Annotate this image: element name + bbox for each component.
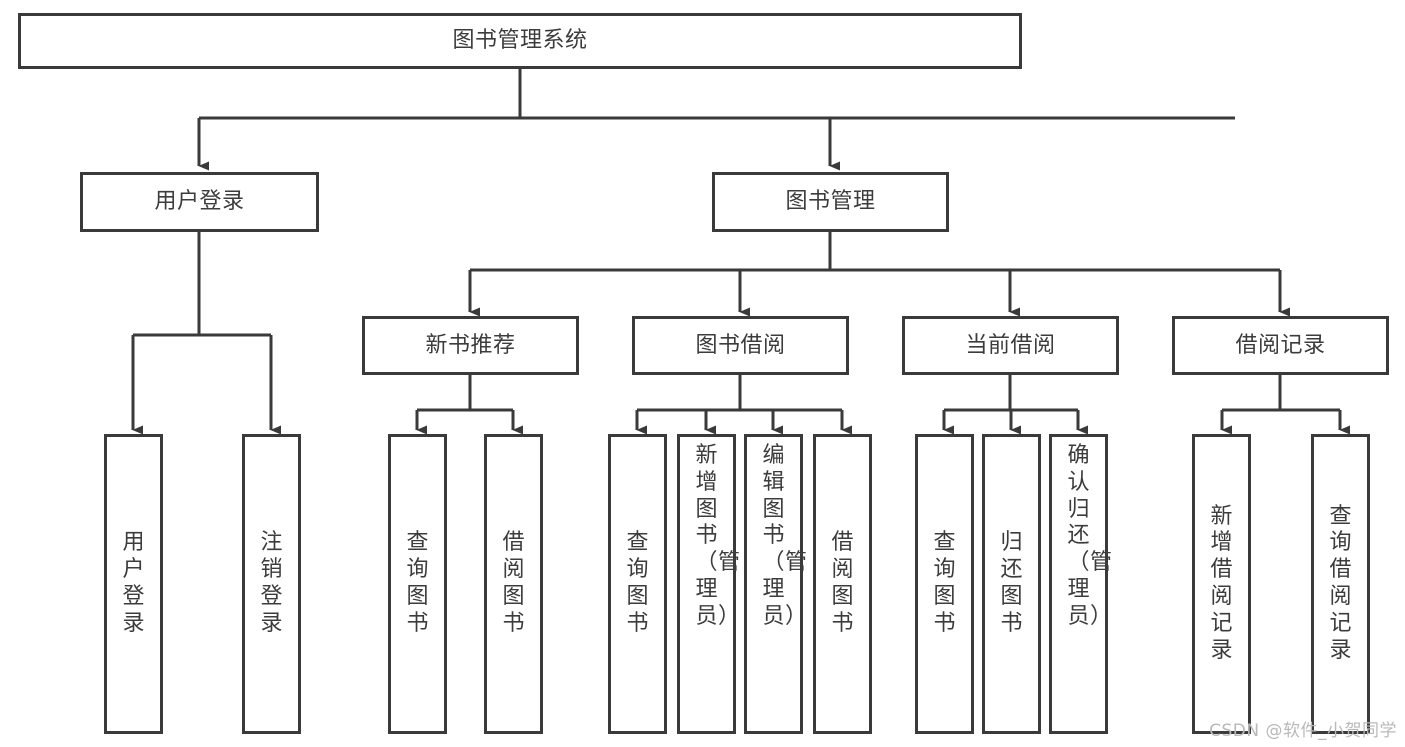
leaf-book-borrow-borrow[interactable]: 借阅图书: [813, 434, 872, 734]
leaf-label: 借阅图书: [831, 530, 855, 636]
node-book-management[interactable]: 图书管理: [712, 172, 949, 232]
node-book-borrow[interactable]: 图书借阅: [632, 316, 849, 375]
leaf-current-borrow-query[interactable]: 查询图书: [915, 434, 974, 734]
leaf-book-borrow-add[interactable]: 新增图书（管理员）: [677, 434, 741, 734]
node-root[interactable]: 图书管理系统: [18, 13, 1022, 69]
leaf-label: 借阅图书: [502, 530, 526, 636]
leaf-current-borrow-confirm[interactable]: 确认归还（管理员）: [1049, 434, 1113, 734]
leaf-borrow-record-query[interactable]: 查询借阅记录: [1311, 434, 1370, 734]
watermark: CSDN @软件_小贺同学: [1209, 721, 1397, 741]
leaf-book-borrow-query[interactable]: 查询图书: [608, 434, 667, 734]
leaf-label: 注销登录: [260, 530, 284, 636]
leaf-new-book-borrow[interactable]: 借阅图书: [484, 434, 543, 734]
leaf-label: 归还图书: [1000, 530, 1024, 636]
node-root-label: 图书管理系统: [452, 28, 588, 54]
leaf-current-borrow-return[interactable]: 归还图书: [982, 434, 1041, 734]
leaf-label: 新增借阅记录: [1210, 503, 1234, 663]
leaf-label: 用户登录: [122, 530, 146, 636]
node-borrow-record-label: 借阅记录: [1235, 332, 1326, 358]
node-current-borrow[interactable]: 当前借阅: [902, 316, 1119, 375]
leaf-new-book-query[interactable]: 查询图书: [388, 434, 447, 734]
node-user-login-label: 用户登录: [154, 189, 245, 215]
node-book-management-label: 图书管理: [785, 189, 876, 215]
node-book-borrow-label: 图书借阅: [695, 332, 786, 358]
leaf-book-borrow-edit[interactable]: 编辑图书（管理员）: [744, 434, 808, 734]
node-new-book-recommend[interactable]: 新书推荐: [362, 316, 579, 375]
leaf-borrow-record-add[interactable]: 新增借阅记录: [1192, 434, 1251, 734]
node-user-login[interactable]: 用户登录: [80, 172, 319, 232]
leaf-label: 查询图书: [933, 530, 957, 636]
leaf-label: 查询图书: [406, 530, 430, 636]
leaf-label: 新增图书（管理员）: [695, 443, 741, 629]
node-borrow-record[interactable]: 借阅记录: [1172, 316, 1389, 375]
leaf-label: 查询借阅记录: [1329, 503, 1353, 663]
leaf-label: 确认归还（管理员）: [1067, 443, 1113, 629]
leaf-label: 编辑图书（管理员）: [762, 443, 808, 629]
leaf-label: 查询图书: [626, 530, 650, 636]
node-current-borrow-label: 当前借阅: [965, 332, 1056, 358]
leaf-user-login-signout[interactable]: 注销登录: [242, 434, 301, 734]
node-new-book-recommend-label: 新书推荐: [425, 332, 516, 358]
leaf-user-login-signin[interactable]: 用户登录: [104, 434, 163, 734]
